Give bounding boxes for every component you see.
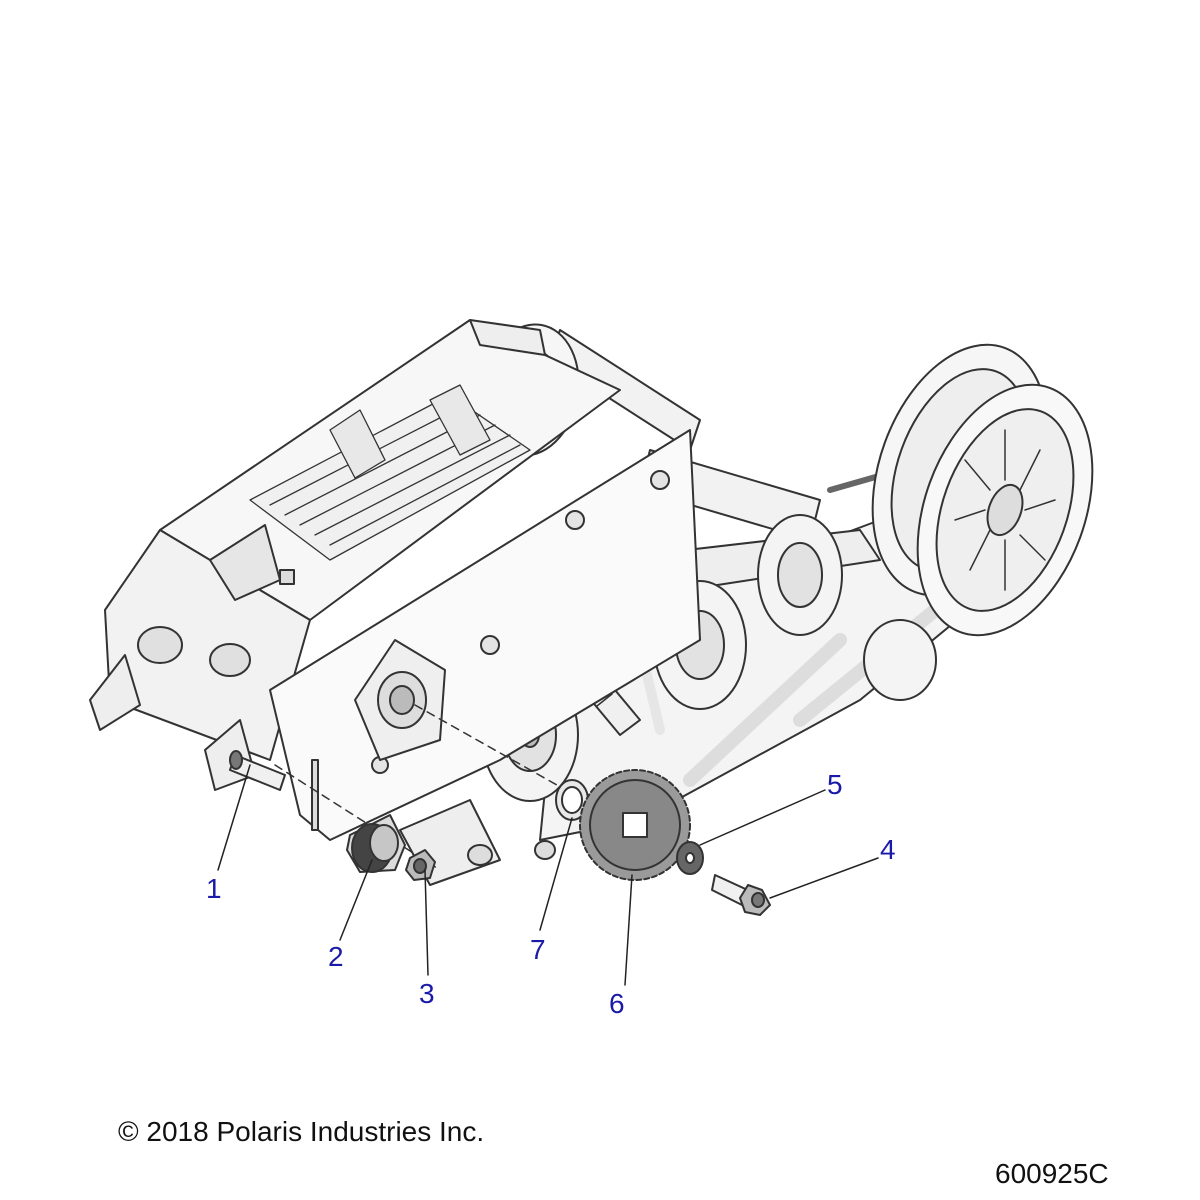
middle-idler-wheel-4 bbox=[863, 619, 937, 701]
callout-7: 7 bbox=[530, 934, 546, 965]
part-1-shaft bbox=[229, 750, 286, 791]
part-4-bolt bbox=[711, 874, 771, 916]
part-3-nut bbox=[405, 849, 436, 881]
copyright-notice: © 2018 Polaris Industries Inc. bbox=[118, 1116, 485, 1147]
diagram-part-number: 600925C bbox=[995, 1158, 1109, 1189]
rear-idler-wheel-front bbox=[916, 383, 1094, 637]
deck-grate bbox=[249, 384, 531, 561]
callout-5: 5 bbox=[827, 769, 843, 800]
assembly-centerline bbox=[274, 704, 691, 871]
leader-lines bbox=[217, 764, 879, 986]
callout-2: 2 bbox=[328, 941, 344, 972]
part-6-sprocket bbox=[579, 769, 691, 881]
middle-idler-wheel-1 bbox=[757, 514, 843, 636]
callout-4: 4 bbox=[880, 834, 896, 865]
part-5-washer bbox=[676, 841, 704, 875]
callout-6: 6 bbox=[609, 988, 625, 1019]
part-2-bushing bbox=[346, 814, 406, 873]
callout-3: 3 bbox=[419, 978, 435, 1009]
callout-1: 1 bbox=[206, 873, 222, 904]
